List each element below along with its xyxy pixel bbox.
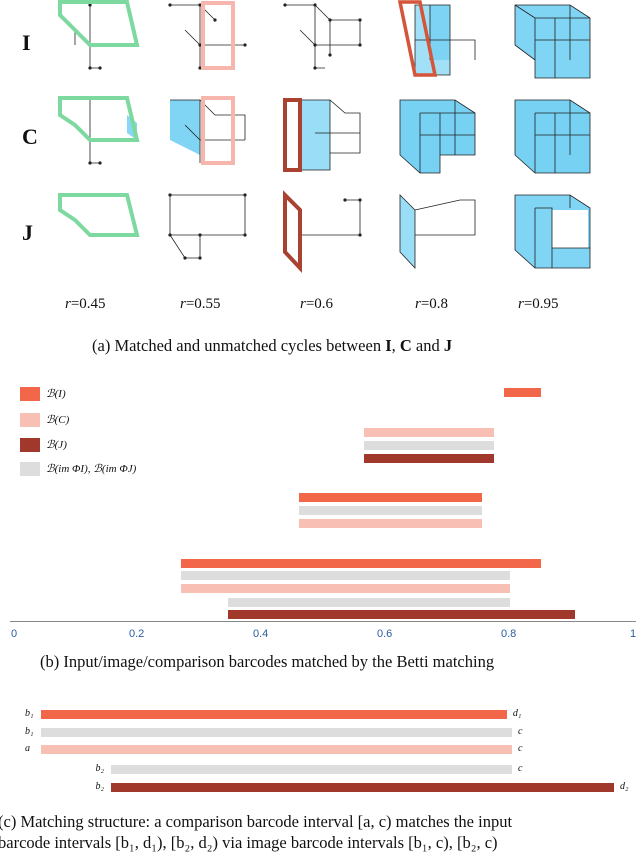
legend-label-bc: ℬ(C): [46, 414, 70, 426]
x-axis-line: [10, 621, 636, 622]
radius-label-3: r=0.6: [300, 296, 334, 312]
x-tick-label: 1: [630, 628, 637, 640]
complex-i-r055: [168, 1, 247, 70]
complex-c-r095: [514, 99, 591, 174]
complex-j-r095: [514, 194, 591, 269]
barcode-interval: [181, 559, 541, 568]
matching-interval: [41, 745, 512, 754]
caption-b: (b) Input/image/comparison barcodes matc…: [40, 652, 495, 671]
radius-label-5: r=0.95: [518, 296, 559, 312]
complex-c-r055: [170, 96, 246, 165]
complex-j-r045: [58, 193, 140, 237]
barcode-interval: [227, 610, 576, 619]
row-label-c: C: [22, 124, 38, 149]
interval-left-label: b₁: [25, 708, 34, 719]
barcode-interval: [299, 493, 483, 502]
legend-label-bj: ℬ(J): [46, 439, 67, 451]
complex-c-r045: [58, 96, 140, 165]
complex-i-r08: [397, 0, 476, 77]
row-label-j: J: [22, 220, 33, 245]
complex-j-r08: [399, 194, 476, 270]
interval-right-label: d₂: [620, 781, 629, 792]
complex-j-r055: [168, 193, 247, 260]
interval-right-label: c: [518, 743, 523, 754]
legend-swatch-image: [20, 462, 40, 476]
legend-swatch-bj: [20, 438, 40, 452]
matching-interval: [111, 765, 512, 774]
interval-right-label: d₁: [512, 708, 522, 719]
complex-i-r045: [58, 0, 140, 70]
matching-interval: [111, 783, 614, 792]
caption-c-line1: (c) Matching structure: a comparison bar…: [0, 812, 513, 831]
interval-left-label: b₂: [95, 781, 104, 792]
barcode-interval: [299, 506, 483, 515]
x-tick-label: 0.6: [377, 628, 393, 640]
complex-c-r06: [283, 98, 361, 172]
complex-c-r08: [399, 99, 476, 174]
complex-j-r06: [283, 190, 362, 274]
interval-left-label: a: [25, 743, 30, 754]
barcode-interval: [364, 441, 495, 450]
legend-swatch-bc: [20, 413, 40, 427]
barcode-interval: [181, 571, 510, 580]
interval-left-label: b₁: [25, 726, 34, 737]
matching-interval: [41, 728, 512, 737]
radius-label-4: r=0.8: [415, 296, 449, 312]
caption-a: (a) Matched and unmatched cycles between…: [92, 336, 453, 355]
legend-swatch-bi: [20, 387, 40, 401]
row-label-i: I: [22, 30, 31, 55]
radius-label-1: r=0.45: [65, 296, 106, 312]
x-tick-label: 0.8: [501, 628, 517, 640]
complex-i-r06: [283, 3, 362, 70]
barcode-interval: [227, 598, 510, 607]
barcode-interval: [181, 584, 510, 593]
matching-interval: [41, 710, 507, 719]
caption-c-line2: barcode intervals [b₁, d₁), [b₂, d₂) via…: [0, 833, 498, 852]
x-tick-label: 0.4: [253, 628, 269, 640]
complex-i-r095: [514, 4, 591, 79]
interval-right-label: c: [518, 763, 523, 774]
barcode-interval: [364, 454, 495, 463]
interval-left-label: b₂: [95, 763, 104, 774]
barcode-interval: [503, 388, 541, 397]
barcode-interval: [299, 519, 483, 528]
x-tick-label: 0: [11, 628, 18, 640]
barcode-interval: [364, 428, 495, 437]
radius-label-2: r=0.55: [180, 296, 221, 312]
legend-label-bi: ℬ(I): [46, 388, 66, 400]
interval-right-label: c: [518, 726, 523, 737]
x-tick-label: 0.2: [129, 628, 145, 640]
legend-label-image: ℬ(im ΦI), ℬ(im ΦJ): [46, 463, 137, 475]
